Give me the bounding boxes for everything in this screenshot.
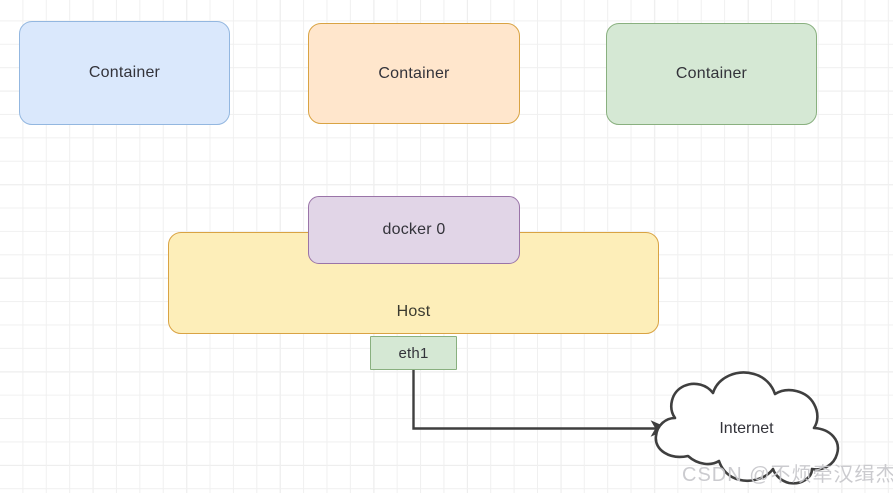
edge-eth1-to-internet[interactable] xyxy=(412,370,670,437)
container-node-3-label: Container xyxy=(675,65,748,82)
docker0-node-label: docker 0 xyxy=(382,221,446,238)
container-node-1-label: Container xyxy=(88,64,161,81)
cloud-icon xyxy=(654,371,840,485)
container-node-2[interactable]: Container xyxy=(308,23,520,124)
container-node-3[interactable]: Container xyxy=(606,23,817,125)
internet-node-label: Internet xyxy=(719,420,774,437)
edge-line xyxy=(412,370,660,430)
container-node-1[interactable]: Container xyxy=(19,21,230,125)
eth1-node-label: eth1 xyxy=(398,344,429,362)
docker0-node[interactable]: docker 0 xyxy=(308,196,520,264)
internet-node[interactable]: Internet xyxy=(644,368,849,486)
csdn-watermark: CSDN @不烦牵汉缉杰 xyxy=(682,464,893,486)
container-node-2-label: Container xyxy=(378,64,450,82)
host-node-label: Host xyxy=(396,303,431,320)
eth1-node[interactable]: eth1 xyxy=(370,336,457,370)
